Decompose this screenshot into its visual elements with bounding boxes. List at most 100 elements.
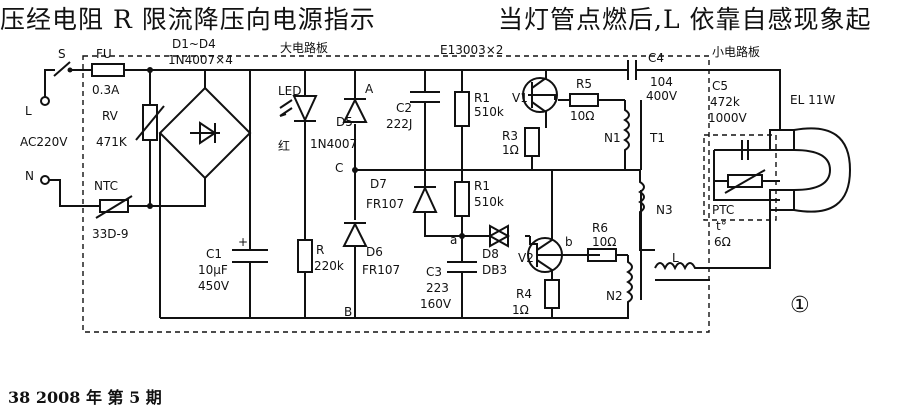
lamp-pin-bottom [769, 189, 795, 211]
capacitor-c2 [410, 70, 440, 170]
capacitor-c1 [232, 70, 268, 318]
label-e13003: E13003×2 [440, 43, 503, 57]
label-d1d4-val: 1N4007×4 [168, 53, 233, 67]
label-r6-val: 10Ω [592, 235, 616, 249]
label-c2-val: 222J [386, 117, 412, 131]
label-ac: AC220V [20, 135, 68, 149]
label-c3-val1: 223 [426, 281, 449, 295]
varistor-rv [142, 104, 158, 141]
label-c4-val2: 400V [646, 89, 678, 103]
label-c4: C4 [648, 51, 664, 65]
label-n1: N1 [604, 131, 621, 145]
transistor-v1 [522, 77, 558, 113]
inductor-l [654, 200, 771, 271]
label-big-board: 大电路板 [280, 40, 328, 55]
label-node-a: a [450, 233, 457, 247]
label-a: A [365, 82, 374, 96]
label-c2: C2 [396, 101, 412, 115]
lamp-el [793, 127, 852, 213]
label-c1-val2: 450V [198, 279, 230, 293]
label-rv-val: 471K [96, 135, 128, 149]
diac-d8 [487, 224, 511, 248]
label-s: S [58, 47, 66, 61]
small-board-outline [703, 134, 777, 221]
label-d1d4: D1~D4 [172, 37, 216, 51]
label-r6: R6 [592, 221, 608, 235]
label-r4-val: 1Ω [512, 303, 529, 317]
label-led-color: 红 [278, 138, 290, 153]
label-r1-top: R1 [474, 91, 490, 105]
label-el: EL 11W [790, 93, 835, 107]
label-n2: N2 [606, 289, 623, 303]
label-l-ind: L [672, 251, 679, 265]
label-ptc-val: 6Ω [714, 235, 731, 249]
label-r4: R4 [516, 287, 532, 301]
label-c5-val1: 472k [710, 95, 740, 109]
capacitor-c4 [610, 60, 781, 130]
terminal-n [40, 175, 50, 185]
label-led: LED [278, 84, 302, 98]
label-ntc-val: 33D-9 [92, 227, 128, 241]
label-d5-val: 1N4007 [310, 137, 357, 151]
label-d8: D8 [482, 247, 499, 261]
resistor-r [297, 239, 313, 273]
label-c3-val2: 160V [420, 297, 452, 311]
label-r5-val: 10Ω [570, 109, 594, 123]
capacitor-c3 [447, 261, 477, 318]
label-c5-val2: 1000V [708, 111, 748, 125]
label-n3: N3 [656, 203, 673, 217]
label-c3: C3 [426, 265, 442, 279]
resistor-r5 [569, 93, 599, 107]
capacitor-c5 [730, 140, 760, 160]
coil-n3 [638, 170, 655, 251]
resistor-r1-top [454, 91, 470, 127]
resistor-r3 [524, 127, 540, 157]
big-board-outline [82, 55, 710, 333]
label-l: L [25, 104, 32, 118]
label-r1-lower-val: 510k [474, 195, 504, 209]
label-d7: D7 [370, 177, 387, 191]
label-c: C [335, 161, 343, 175]
label-small-board: 小电路板 [712, 44, 760, 59]
label-d6: D6 [366, 245, 383, 259]
label-v2: V2 [518, 251, 534, 265]
fuse-fu [91, 63, 125, 77]
label-fu-val: 0.3A [92, 83, 120, 97]
label-node-b: b [565, 235, 573, 249]
header-text-right: 当灯管点燃后,L 依靠自感现象起 [498, 5, 872, 34]
label-c1: C1 [206, 247, 222, 261]
label-ptc: PTC [712, 203, 734, 217]
label-d5: D5 [336, 115, 353, 129]
label-b: B [344, 305, 352, 319]
lamp-pin-top [769, 129, 795, 151]
label-r1-lower: R1 [474, 179, 490, 193]
label-d7-val: FR107 [366, 197, 404, 211]
label-fu: FU [96, 47, 112, 61]
led-indicator [292, 95, 318, 123]
label-c5: C5 [712, 79, 728, 93]
diode-d6 [342, 221, 368, 247]
resistor-r1-lower [454, 181, 470, 217]
terminal-l [40, 96, 50, 106]
coil-n1 [623, 100, 630, 170]
label-r3-val: 1Ω [502, 143, 519, 157]
diode-d5 [342, 97, 368, 123]
label-t1: T1 [649, 131, 665, 145]
label-r: R [316, 243, 324, 257]
coil-n2 [585, 255, 633, 319]
resistor-r4 [544, 279, 560, 309]
label-r3: R3 [502, 129, 518, 143]
diode-d7 [412, 185, 438, 213]
label-d6-val: FR107 [362, 263, 400, 277]
label-r1-top-val: 510k [474, 105, 504, 119]
footer-issue: 38 2008 年 第 5 期 [8, 388, 162, 407]
svg-text:+: + [238, 235, 248, 249]
label-rv: RV [102, 109, 119, 123]
label-n: N [25, 169, 34, 183]
label-r5: R5 [576, 77, 592, 91]
label-d8-val: DB3 [482, 263, 507, 277]
resistor-r6 [587, 248, 617, 262]
label-ntc: NTC [94, 179, 118, 193]
